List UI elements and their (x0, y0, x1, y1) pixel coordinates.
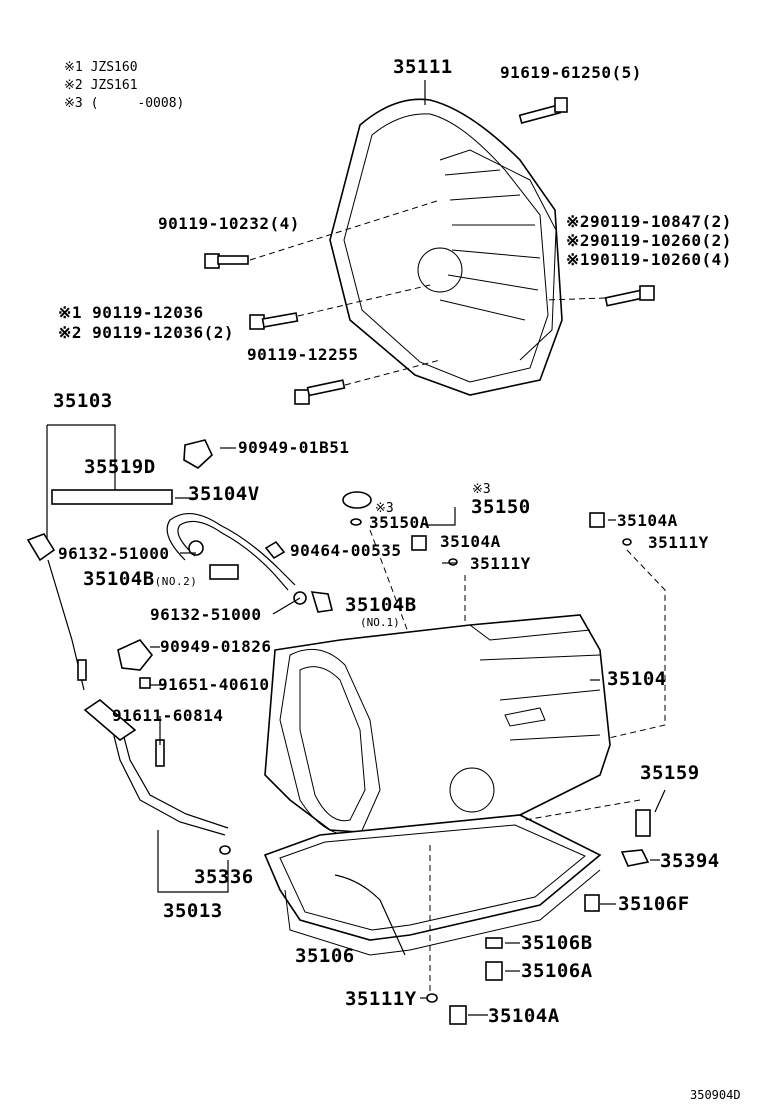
plug-35104A-mid[interactable] (411, 535, 427, 551)
label-35111[interactable]: 35111 (393, 56, 453, 78)
bolt-90119-10232[interactable] (204, 253, 249, 269)
label-91651-40610[interactable]: 91651-40610 (158, 675, 270, 694)
label-35150-mark: ※3 (472, 482, 491, 497)
oring-35150A[interactable] (350, 518, 362, 526)
oring-35336[interactable] (219, 845, 231, 855)
label-90949-01B51[interactable]: 90949-01B51 (238, 438, 350, 457)
bolt-90119-10260[interactable] (604, 285, 655, 307)
clip-90464[interactable] (264, 540, 286, 560)
bolt-90119-12255[interactable] (294, 379, 346, 405)
label-90949-01826[interactable]: 90949-01826 (160, 637, 272, 656)
diagram-code: 350904D (690, 1088, 741, 1102)
plug-35150[interactable] (342, 491, 372, 509)
oring-35111Y-right[interactable] (622, 538, 632, 546)
vent-tube[interactable] (166, 513, 296, 586)
label-35104A-bottom[interactable]: 35104A (488, 1005, 560, 1027)
oring-35111Y-bottom[interactable] (426, 993, 438, 1003)
label-35104A-right[interactable]: 35104A (617, 511, 678, 530)
label-90119-10260-a[interactable]: ※290119-10260(2) (566, 231, 732, 250)
label-35336[interactable]: 35336 (194, 866, 254, 888)
label-91619-61250[interactable]: 91619-61250(5) (500, 63, 642, 82)
label-96132-51000-b[interactable]: 96132-51000 (150, 605, 262, 624)
label-35519D[interactable]: 35519D (84, 456, 156, 478)
bolt-35106F[interactable] (584, 894, 600, 912)
label-35013[interactable]: 35013 (163, 900, 223, 922)
oil-pan[interactable] (263, 814, 602, 956)
label-35104B-no2[interactable]: 35104B(NO.2) (83, 568, 198, 590)
bolt-90119-12036[interactable] (249, 312, 299, 330)
oil-tube-35013[interactable] (83, 698, 229, 836)
connector-35104B-no2[interactable] (209, 564, 239, 580)
label-90119-10260-b[interactable]: ※190119-10260(4) (566, 250, 732, 269)
label-96132-51000-a[interactable]: 96132-51000 (58, 544, 170, 563)
label-90119-10847[interactable]: ※290119-10847(2) (566, 212, 732, 231)
plug-35104A-bottom[interactable] (449, 1005, 467, 1025)
legend-3: ※3 ( -0008) (64, 96, 185, 111)
label-35159[interactable]: 35159 (640, 762, 700, 784)
label-90119-10232[interactable]: 90119-10232(4) (158, 214, 300, 233)
label-35106B[interactable]: 35106B (521, 932, 593, 954)
label-35104B-no1-note: (NO.1) (360, 616, 400, 629)
label-91611-60814[interactable]: 91611-60814 (112, 706, 224, 725)
label-90119-12036-a[interactable]: ※1 90119-12036 (58, 303, 204, 322)
transmission-housing[interactable] (329, 98, 563, 396)
label-35150[interactable]: 35150 (471, 496, 531, 518)
label-90119-12036-b[interactable]: ※2 90119-12036(2) (58, 323, 235, 342)
clip-96132-a[interactable] (188, 540, 204, 556)
pad-35394[interactable] (620, 849, 650, 867)
label-35104B-no1[interactable]: 35104B (345, 594, 417, 616)
label-35111Y-mid[interactable]: 35111Y (470, 554, 531, 573)
transmission-case[interactable] (264, 614, 611, 841)
label-35394[interactable]: 35394 (660, 850, 720, 872)
label-35106[interactable]: 35106 (295, 945, 355, 967)
label-35111Y-bottom[interactable]: 35111Y (345, 988, 417, 1010)
oring-35111Y-mid[interactable] (448, 558, 458, 566)
bolt-91651[interactable] (139, 677, 151, 689)
magnet-35106B[interactable] (485, 937, 503, 949)
plug-35106A[interactable] (485, 961, 503, 981)
clip-90949-01B51[interactable] (183, 439, 213, 469)
connector-35104B-no1[interactable] (310, 591, 333, 613)
label-35150A[interactable]: 35150A (369, 513, 430, 532)
label-35104[interactable]: 35104 (607, 668, 667, 690)
sensor-35159[interactable] (635, 809, 651, 837)
label-35104V[interactable]: 35104V (188, 483, 260, 505)
label-strip-35519D[interactable] (51, 489, 173, 505)
label-90464-00535[interactable]: 90464-00535 (290, 541, 402, 560)
label-35150A-mark: ※3 (375, 501, 394, 516)
label-35104A-mid[interactable]: 35104A (440, 532, 501, 551)
label-35106F[interactable]: 35106F (618, 893, 690, 915)
dipstick[interactable] (26, 533, 87, 691)
label-35111Y-right[interactable]: 35111Y (648, 533, 709, 552)
bracket-90949-01826[interactable] (117, 639, 154, 671)
bolt-91619[interactable] (518, 97, 568, 125)
plug-35104A-right[interactable] (589, 512, 605, 528)
legend-1: ※1 JZS160 (64, 60, 138, 75)
label-90119-12255[interactable]: 90119-12255 (247, 345, 359, 364)
label-35106A[interactable]: 35106A (521, 960, 593, 982)
label-35103[interactable]: 35103 (53, 390, 113, 412)
legend-2: ※2 JZS161 (64, 78, 138, 93)
